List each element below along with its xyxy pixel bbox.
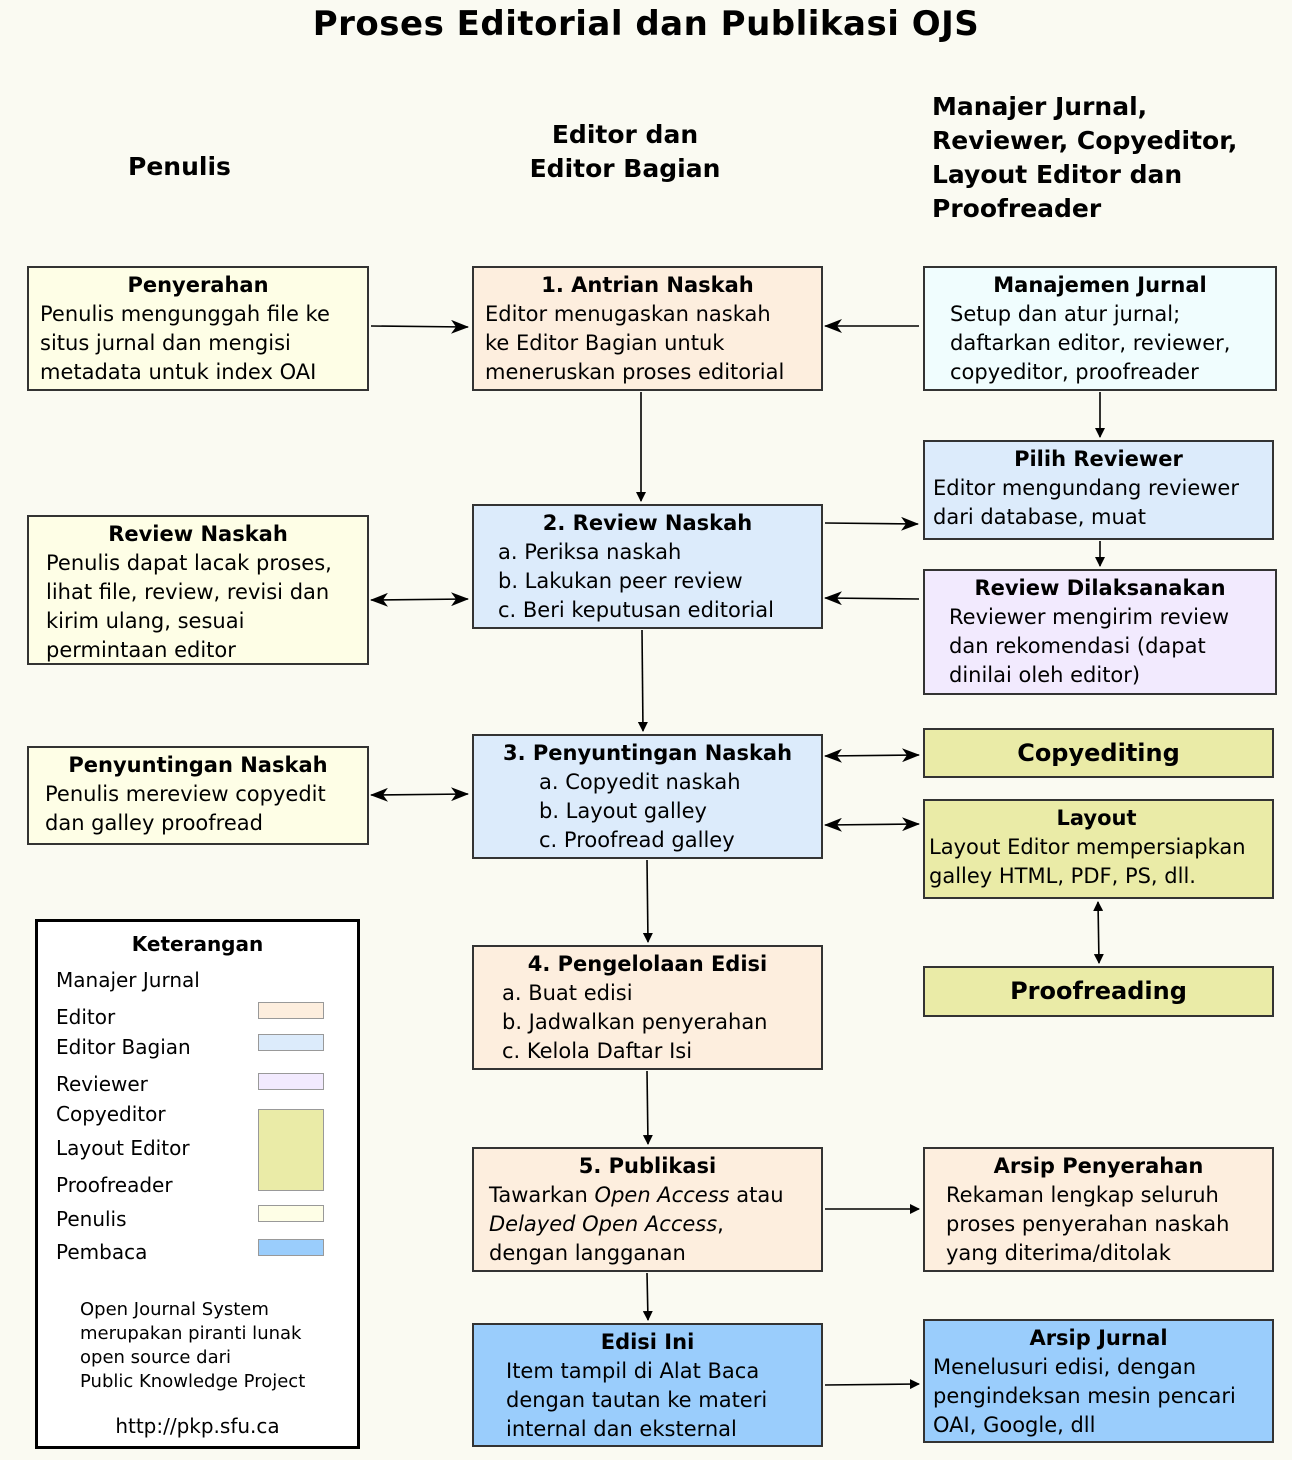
legend-note: Open Journal System merupakan piranti lu… (80, 1299, 306, 1392)
box-penyuntingan-penulis: Penyuntingan Naskah Penulis mereview cop… (27, 746, 369, 845)
legend-item-reviewer: Reviewer (56, 1072, 148, 1096)
box-review-naskah-penulis: Review Naskah Penulis dapat lacak proses… (27, 515, 369, 665)
box-manajemen-jurnal: Manajemen Jurnal Setup dan atur jurnal; … (923, 266, 1277, 391)
box-review-dilaksanakan: Review Dilaksanakan Reviewer mengirim re… (923, 569, 1277, 695)
arrow-layout-proofreading-bidir (1093, 901, 1104, 964)
legend-item-manajer: Manajer Jurnal (56, 968, 200, 992)
legend-swatch-editor-bagian (258, 1034, 324, 1051)
box-review-naskah: 2. Review Naskah a. Periksa naskah b. La… (472, 504, 823, 629)
legend-item-layout-editor: Layout Editor (56, 1136, 190, 1160)
arrow-penyuntingan-layout-bidir (824, 817, 920, 832)
arrow-review-penulis-bidir (370, 592, 469, 607)
box-proofreading: Proofreading (923, 966, 1274, 1017)
legend-item-penulis: Penulis (56, 1207, 127, 1231)
arrow-penyuntingan-penulis-bidir (370, 787, 469, 802)
box-arsip-jurnal: Arsip Jurnal Menelusuri edisi, dengan pe… (923, 1319, 1274, 1443)
box-copyediting: Copyediting (923, 728, 1274, 778)
legend-item-editor-bagian: Editor Bagian (56, 1035, 191, 1059)
legend-item-pembaca: Pembaca (56, 1240, 148, 1264)
box-layout: Layout Layout Editor mempersiapkan galle… (923, 799, 1274, 899)
box-antrian-naskah: 1. Antrian Naskah Editor menugaskan nask… (472, 266, 823, 391)
arrow-publikasi-to-edisi (642, 1272, 653, 1321)
legend-item-copyeditor: Copyeditor (56, 1102, 166, 1126)
legend-swatch-pembaca (258, 1239, 324, 1256)
column-header-manajer: Manajer Jurnal, Reviewer, Copyeditor, La… (932, 92, 1238, 223)
arrow-review-to-penyuntingan (637, 629, 648, 732)
arrow-pengelolaan-to-publikasi (642, 1070, 653, 1145)
legend-swatch-penulis (258, 1205, 324, 1222)
legend-title: Keterangan (131, 932, 264, 956)
arrow-review-to-pilih (824, 516, 919, 531)
legend-panel: Keterangan Manajer Jurnal Editor Editor … (35, 919, 360, 1449)
diagram-title: Proses Editorial dan Publikasi OJS (312, 4, 980, 44)
box-penyuntingan-naskah: 3. Penyuntingan Naskah a. Copyedit naska… (472, 734, 823, 859)
box-publikasi: 5. Publikasi Tawarkan Open Access atau D… (472, 1147, 823, 1272)
arrow-penyuntingan-copyediting-bidir (824, 748, 920, 763)
legend-swatch-editor (258, 1002, 324, 1019)
box-penyerahan: Penyerahan Penulis mengunggah file ke si… (27, 266, 369, 391)
box-pengelolaan-edisi: 4. Pengelolaan Edisi a. Buat edisi b. Ja… (472, 945, 823, 1070)
column-header-penulis: Penulis (128, 152, 231, 181)
arrow-edisi-to-arsip-jurnal (824, 1379, 920, 1390)
arrow-dilaksanakan-to-review (824, 591, 920, 606)
arrow-penyerahan-to-antrian (370, 319, 469, 334)
legend-swatch-reviewer (258, 1073, 324, 1090)
box-edisi-ini: Edisi Ini Item tampil di Alat Baca denga… (472, 1323, 823, 1447)
legend-swatch-copy-layout-proof (258, 1109, 324, 1191)
column-header-editor: Editor dan Editor Bagian (529, 120, 721, 183)
box-pilih-reviewer: Pilih Reviewer Editor mengundang reviewe… (923, 440, 1274, 540)
legend-url: http://pkp.sfu.ca (115, 1414, 280, 1438)
arrow-penyuntingan-to-pengelolaan (642, 859, 653, 943)
legend-item-proofreader: Proofreader (56, 1173, 173, 1197)
box-arsip-penyerahan: Arsip Penyerahan Rekaman lengkap seluruh… (923, 1147, 1274, 1272)
legend-item-editor: Editor (56, 1005, 116, 1029)
